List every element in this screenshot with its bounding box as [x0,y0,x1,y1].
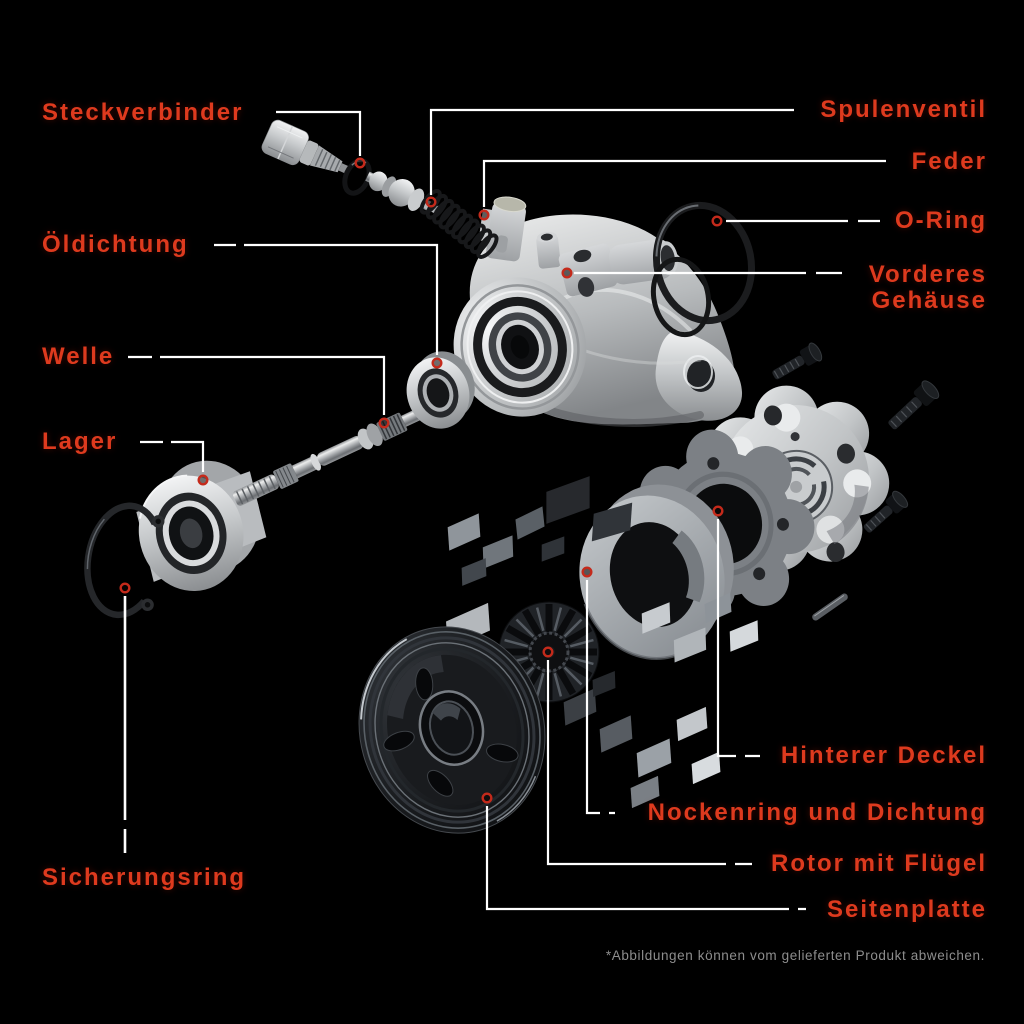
leader-lines [123,108,886,911]
leader-rotor [546,660,752,866]
leader-markers [119,157,724,804]
part-bearing [136,460,267,592]
label-oeldichtung: Öldichtung [42,231,189,258]
leader-lager [140,440,205,472]
label-o-ring: O-Ring [895,207,987,234]
label-steckverbinder: Steckverbinder [42,99,244,126]
part-front-housing [453,196,743,427]
part-spool-valve [365,171,442,215]
part-cam-ring [577,484,734,660]
part-vanes [446,476,759,809]
label-rotor-mit-fluegel: Rotor mit Flügel [771,850,987,877]
leader-seitenplatte [485,806,806,911]
label-vorderes-gehaeuse: Vorderes Gehäuse [868,261,987,314]
label-hinterer-deckel: Hinterer Deckel [780,742,987,769]
label-spulenventil: Spulenventil [820,96,987,123]
part-pulley [358,626,546,834]
part-bolt-2 [888,380,940,430]
leader-oeldichtung [214,243,439,355]
part-dowel-pin-2 [812,593,848,621]
label-welle: Welle [42,343,115,370]
marker-lager [197,474,209,486]
part-bolt-1 [772,342,823,380]
marker-steckverbinder [354,157,366,169]
part-connector [261,119,349,174]
part-bolt-3 [863,490,909,533]
marker-welle [378,417,390,429]
marker-feder [478,209,490,221]
label-feder: Feder [911,148,987,175]
part-oil-seal [406,351,475,429]
marker-seitenplatte [481,792,493,804]
leader-hinterer-deckel [716,519,760,758]
part-snap-ring [84,502,165,619]
leader-welle [128,355,386,415]
label-sicherungsring: Sicherungsring [42,864,247,891]
marker-nockenring [581,566,593,578]
marker-hinterer-deckel [712,505,724,517]
label-seitenplatte: Seitenplatte [826,896,987,923]
disclaimer-footnote: *Abbildungen können vom gelieferten Prod… [605,948,985,963]
label-lager: Lager [42,428,118,455]
leader-feder [482,159,886,207]
marker-sicherungsring [119,582,131,594]
marker-vorderes-gehaeuse [561,267,573,279]
marker-oeldichtung [431,357,443,369]
leader-steckverbinder [276,110,362,156]
leader-spulenventil [429,108,794,195]
part-housing-snout [453,277,587,417]
part-o-ring [650,201,756,338]
marker-o-ring [711,215,723,227]
marker-rotor [542,646,554,658]
marker-spulenventil [425,196,437,208]
label-nockenring-und-dichtung: Nockenring und Dichtung [647,799,987,826]
leader-nockenring [585,580,615,815]
